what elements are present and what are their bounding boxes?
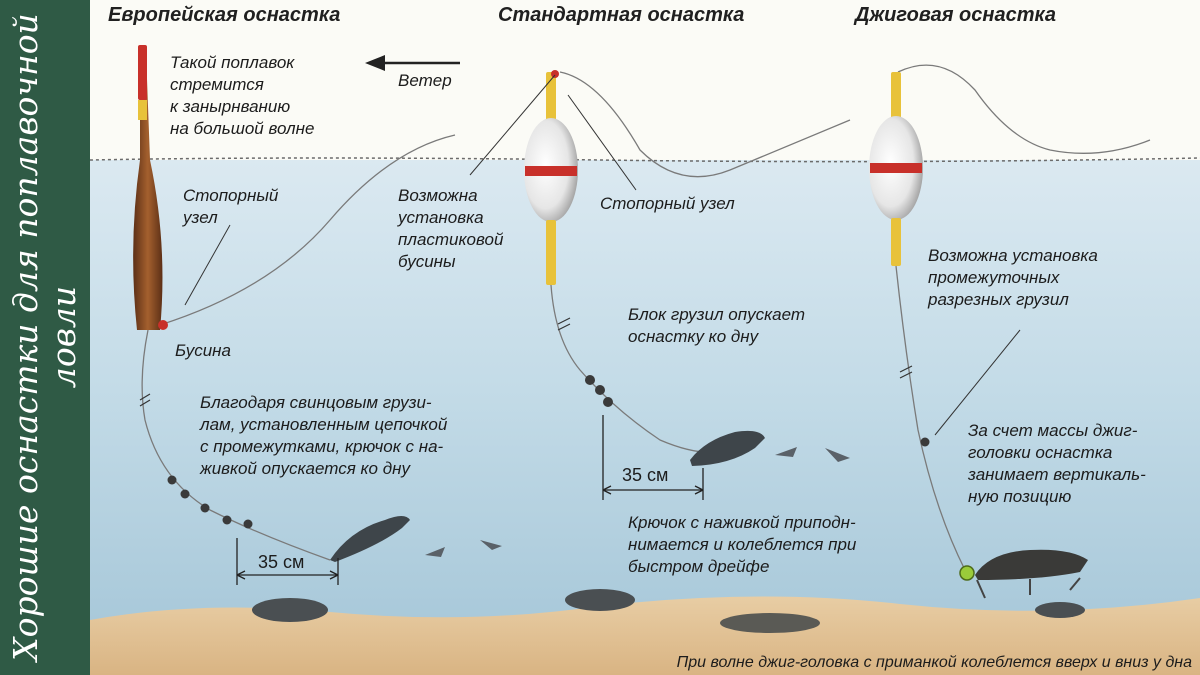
standard-bait-fish [690,430,765,466]
water [90,160,1200,620]
water-surface [89,157,1200,163]
jig-vertical-note: За счет массы джиг- головки оснастка зан… [968,421,1146,506]
wind-label: Ветер [398,71,452,90]
european-distance-label: 35 см [258,552,305,572]
sidebar-title: Хорошие оснастки для поплавочной ловли [6,13,83,661]
jig-rig [869,64,1151,599]
european-sinking-note: Благодаря свинцовым грузи- лам, установл… [200,393,448,478]
european-bait-fish [330,516,410,562]
jig-split-shot [920,437,930,447]
standard-rig-title: Стандартная оснастка [498,4,745,26]
european-bead-label: Бусина [175,341,231,360]
standard-rig [469,70,851,500]
european-stopper-label: Стопорный узел [183,186,279,227]
standard-distance-label: 35 см [622,465,669,485]
jig-rig-title: Джиговая оснастка [855,4,1057,26]
sidebar: Хорошие оснастки для поплавочной ловли [0,0,90,675]
sand-bottom [90,596,1200,675]
european-float-note: Такой поплавок стремится к занырнванию н… [170,53,315,138]
jig-bait [975,549,1088,580]
standard-sinker-note: Блок грузил опускает оснастку ко дну [628,305,806,346]
european-rig [133,45,502,585]
bottom-stones [252,589,1085,633]
footer-note: При волне джиг-головка с приманкой колеб… [676,654,1192,671]
european-sinkers [167,475,253,529]
standard-stopper-label: Стопорный узел [600,194,735,213]
standard-hook-note: Крючок с наживкой приподн- нимается и ко… [628,513,857,576]
european-bead [158,320,168,330]
jig-head [959,565,975,581]
standard-dimension-line [602,415,704,500]
european-float [133,52,163,330]
standard-sinker-block [585,375,613,407]
european-rig-title: Европейская оснастка [108,4,341,26]
jig-split-shot-note: Возможна установка промежуточных разрезн… [928,246,1098,309]
european-dimension-line [236,538,339,585]
standard-bead-note: Возможна установка пластиковой бусины [398,186,504,271]
